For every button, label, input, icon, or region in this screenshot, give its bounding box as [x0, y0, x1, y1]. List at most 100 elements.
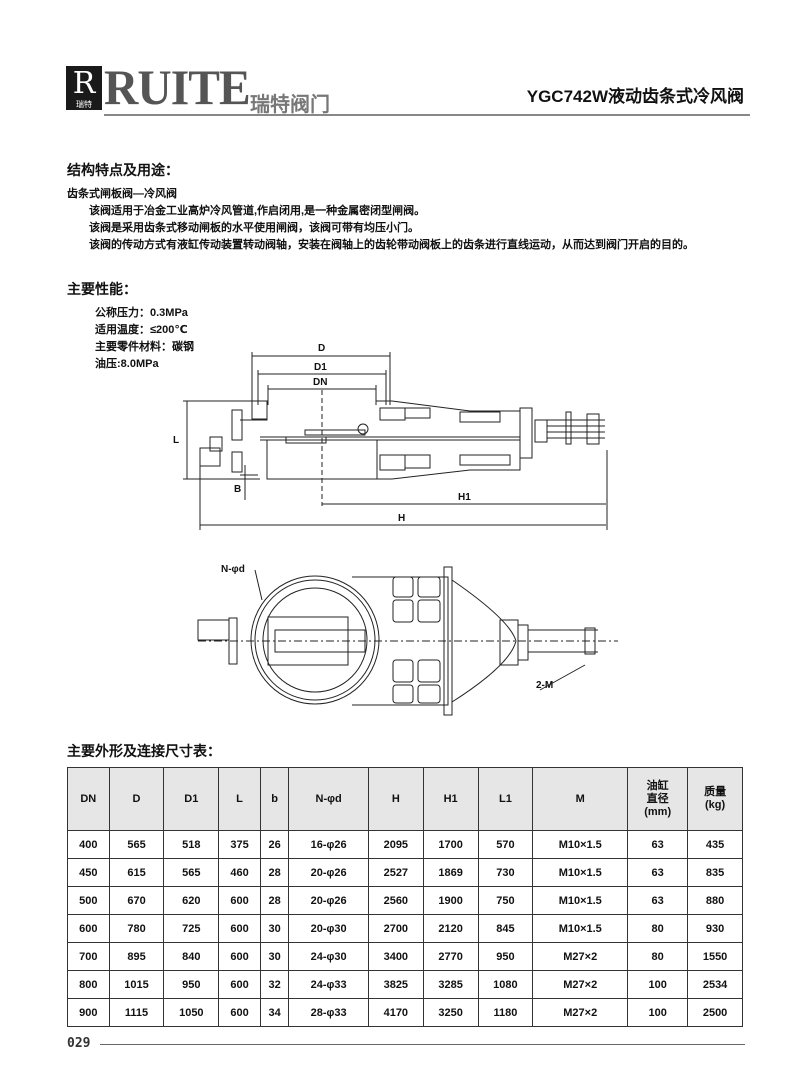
table-cell: 700 — [67, 942, 110, 971]
table-cell: 900 — [67, 998, 110, 1027]
performance-item: 公称压力：0.3MPa — [95, 307, 188, 319]
thread-callout-label: 2-M — [536, 680, 553, 691]
table-cell: 570 — [477, 830, 534, 859]
column-header: 油缸 直径 (mm) — [627, 767, 689, 831]
dimension-lines — [183, 352, 608, 530]
dim-label-b: B — [234, 484, 241, 495]
table-cell: 3400 — [367, 942, 424, 971]
table-cell: 1115 — [108, 998, 165, 1027]
table-cell: 1050 — [163, 998, 220, 1027]
column-header: L — [218, 767, 261, 831]
footer-divider — [100, 1044, 745, 1045]
table-cell: 725 — [163, 914, 220, 943]
table-cell: 1700 — [422, 830, 479, 859]
table-cell: M10×1.5 — [532, 886, 629, 915]
table-cell: 20-φ26 — [288, 886, 369, 915]
table-cell: 20-φ26 — [288, 858, 369, 887]
table-cell: 24-φ30 — [288, 942, 369, 971]
table-cell: M27×2 — [532, 942, 629, 971]
column-header: D1 — [163, 767, 220, 831]
table-cell: 28 — [259, 858, 290, 887]
table-cell: 1550 — [687, 942, 743, 971]
table-cell: 2120 — [422, 914, 479, 943]
table-cell: 565 — [163, 858, 220, 887]
table-cell: 3825 — [367, 970, 424, 999]
table-cell: 670 — [108, 886, 165, 915]
table-cell: 620 — [163, 886, 220, 915]
column-header: H1 — [422, 767, 479, 831]
table-cell: 2500 — [687, 998, 743, 1027]
table-cell: 1080 — [477, 970, 534, 999]
table-cell: 565 — [108, 830, 165, 859]
table-cell: 500 — [67, 886, 110, 915]
column-header: M — [532, 767, 629, 831]
product-title: YGC742W液动齿条式冷风阀 — [526, 87, 744, 106]
table-cell: 615 — [108, 858, 165, 887]
brand-name-cn: 瑞特阀门 — [250, 94, 330, 116]
table-cell: 400 — [67, 830, 110, 859]
table-cell: 4170 — [367, 998, 424, 1027]
valve-body-outline — [199, 400, 605, 480]
structure-paragraph: 该阀的传动方式有液缸传动装置转动阀轴，安装在阀轴上的齿轮带动阀板上的齿条进行直线… — [89, 239, 694, 251]
column-header: H — [367, 767, 424, 831]
dim-label-d1: D1 — [314, 362, 327, 373]
column-header: DN — [67, 767, 110, 831]
table-cell: 845 — [477, 914, 534, 943]
structure-subheading: 齿条式闸板阀—冷风阀 — [67, 188, 177, 200]
column-header: D — [108, 767, 165, 831]
structure-paragraph: 该阀是采用齿条式移动闸板的水平使用闸阀，该阀可带有均压小门。 — [89, 222, 419, 234]
table-cell: 600 — [218, 942, 261, 971]
table-cell: 835 — [687, 858, 743, 887]
table-cell: 30 — [259, 942, 290, 971]
structure-heading: 结构特点及用途： — [67, 162, 179, 178]
table-cell: M10×1.5 — [532, 858, 629, 887]
table-cell: M10×1.5 — [532, 830, 629, 859]
table-cell: 20-φ30 — [288, 914, 369, 943]
table-cell: 840 — [163, 942, 220, 971]
dim-label-dn: DN — [313, 377, 327, 388]
dim-label-l: L — [173, 435, 179, 446]
table-cell: 2095 — [367, 830, 424, 859]
table-cell: 518 — [163, 830, 220, 859]
table-cell: 600 — [67, 914, 110, 943]
table-cell: 100 — [627, 970, 689, 999]
performance-item: 油压:8.0MPa — [95, 358, 159, 370]
table-cell: 2770 — [422, 942, 479, 971]
column-header: b — [259, 767, 290, 831]
performance-item: 主要零件材料：碳钢 — [95, 341, 194, 353]
table-cell: 1869 — [422, 858, 479, 887]
table-cell: 930 — [687, 914, 743, 943]
table-cell: M10×1.5 — [532, 914, 629, 943]
table-cell: 1900 — [422, 886, 479, 915]
table-cell: 24-φ33 — [288, 970, 369, 999]
dim-label-d: D — [318, 343, 325, 354]
table-cell: 2534 — [687, 970, 743, 999]
table-cell: 375 — [218, 830, 261, 859]
table-cell: 1180 — [477, 998, 534, 1027]
table-cell: 450 — [67, 858, 110, 887]
table-cell: 730 — [477, 858, 534, 887]
table-cell: 2560 — [367, 886, 424, 915]
table-cell: 28 — [259, 886, 290, 915]
table-heading: 主要外形及连接尺寸表： — [67, 743, 221, 759]
table-cell: 63 — [627, 886, 689, 915]
table-cell: 100 — [627, 998, 689, 1027]
header-divider — [104, 114, 750, 116]
table-cell: 600 — [218, 886, 261, 915]
table-cell: 28-φ33 — [288, 998, 369, 1027]
table-cell: 3250 — [422, 998, 479, 1027]
table-cell: 30 — [259, 914, 290, 943]
column-header: L1 — [477, 767, 534, 831]
column-header: N-φd — [288, 767, 369, 831]
